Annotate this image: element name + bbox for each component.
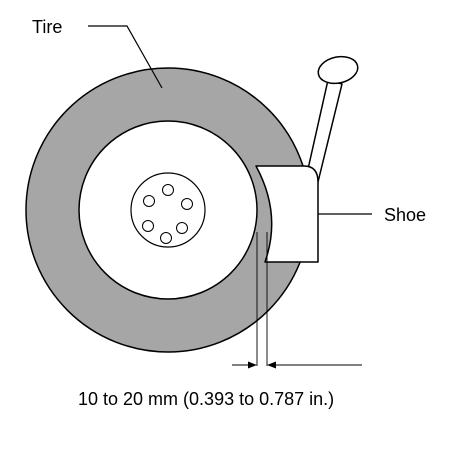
tool-handle — [305, 55, 359, 183]
tire-label: Tire — [32, 17, 62, 37]
lug-hole — [162, 184, 174, 196]
shoe-label: Shoe — [384, 205, 426, 225]
dimension-arrows — [232, 361, 362, 369]
handle-knob — [317, 55, 359, 85]
wheel-hub — [130, 172, 206, 248]
measurement-label: 10 to 20 mm (0.393 to 0.787 in.) — [78, 389, 334, 409]
tire-leader-line — [88, 25, 163, 89]
brake-shoe — [255, 165, 319, 263]
lug-hole — [160, 232, 172, 244]
lug-hole — [176, 222, 188, 234]
lug-hole — [181, 198, 193, 210]
lug-hole — [143, 195, 155, 207]
lug-hole — [142, 220, 154, 232]
